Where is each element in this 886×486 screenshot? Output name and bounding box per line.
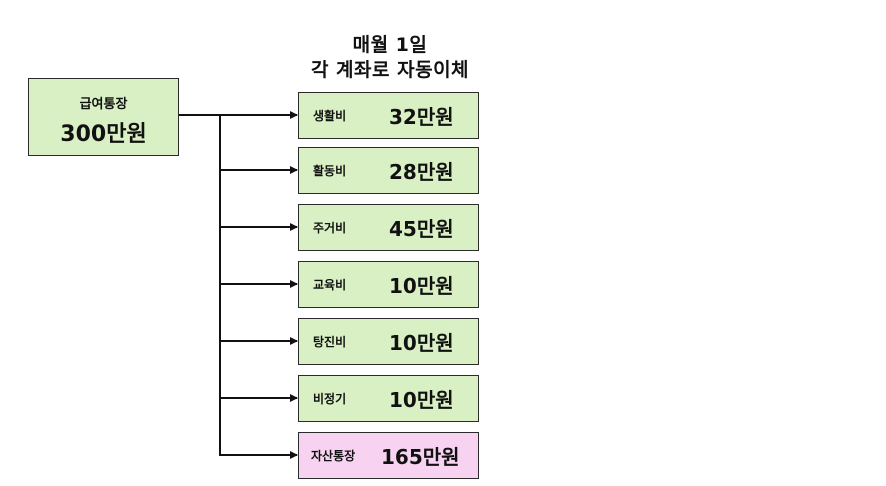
account-box-living: 생활비 32만원 (298, 92, 479, 139)
account-box-housing: 주거비 45만원 (298, 204, 479, 251)
account-amount: 165만원 (381, 445, 460, 469)
account-amount: 10만원 (389, 331, 454, 355)
source-account-box: 급여통장 300만원 (28, 78, 179, 156)
account-box-irregular: 비정기 10만원 (298, 375, 479, 422)
account-name: 생활비 (313, 109, 347, 123)
account-name: 자산통장 (311, 449, 356, 463)
transfer-heading: 매월 1일 각 계좌로 자동이체 (290, 33, 490, 83)
account-name: 탕진비 (313, 335, 347, 349)
heading-line-2: 각 계좌로 자동이체 (310, 59, 470, 81)
account-name: 활동비 (313, 164, 347, 178)
account-name: 주거비 (313, 221, 347, 235)
account-amount: 10만원 (389, 274, 454, 298)
account-box-splurge: 탕진비 10만원 (298, 318, 479, 365)
account-amount: 32만원 (389, 105, 454, 129)
account-amount: 45만원 (389, 217, 454, 241)
account-amount: 28만원 (389, 160, 454, 184)
account-name: 교육비 (313, 278, 347, 292)
source-account-amount: 300만원 (60, 122, 147, 147)
account-name: 비정기 (313, 392, 347, 406)
source-account-name: 급여통장 (79, 97, 128, 112)
account-amount: 10만원 (389, 388, 454, 412)
account-box-education: 교육비 10만원 (298, 261, 479, 308)
account-box-activity: 활동비 28만원 (298, 147, 479, 194)
account-box-assets: 자산통장 165만원 (298, 432, 479, 479)
heading-line-1: 매월 1일 (352, 34, 428, 56)
